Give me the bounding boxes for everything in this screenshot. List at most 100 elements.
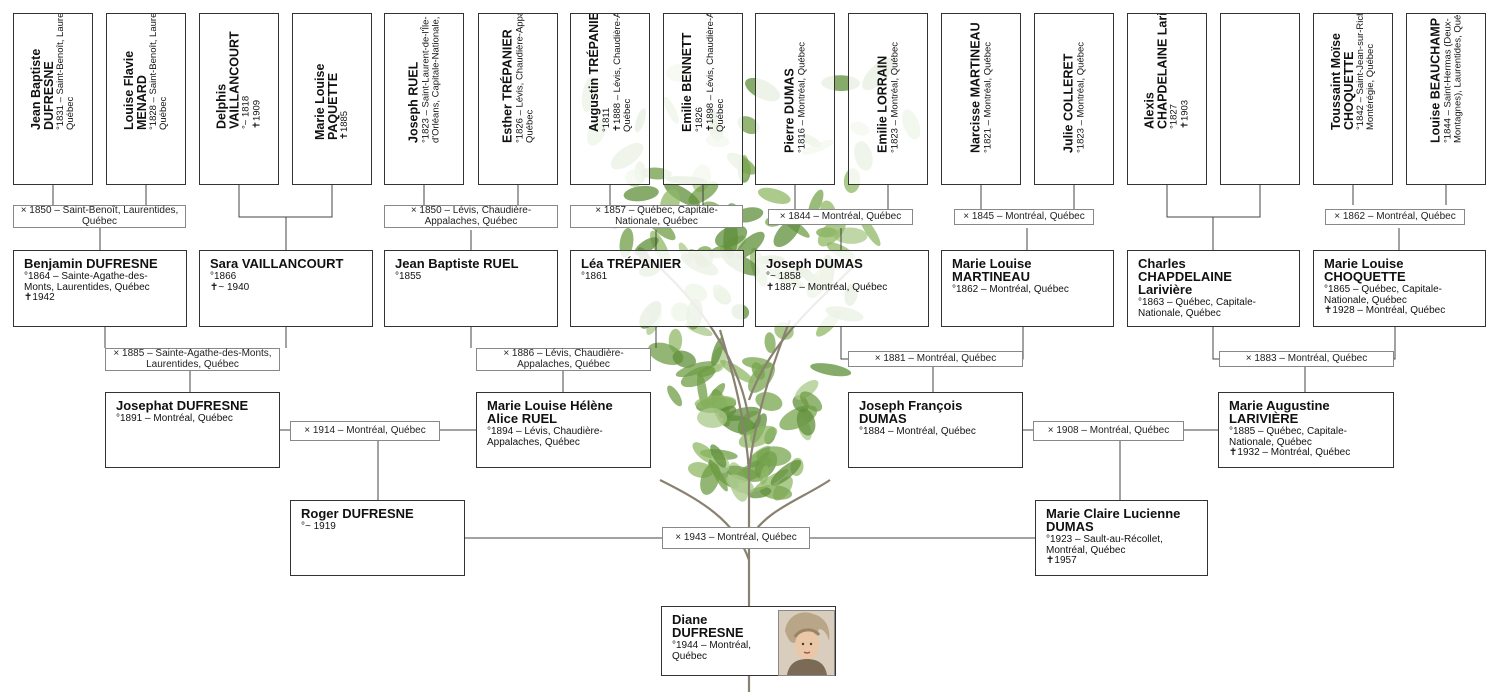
person-card-roger-dufresne[interactable]: Roger DUFRESNE °~ 1919 [290, 500, 465, 576]
oak-leaf [700, 462, 721, 495]
person-birth: °1831 – Saint-Benoît, Laurentides, Québe… [55, 13, 76, 130]
person-given-name: Emilie [875, 115, 890, 153]
oak-leaf [726, 474, 755, 494]
person-birth: °1821 – Montréal, Québec [981, 41, 993, 153]
marriage-label: × 1862 – Montréal, Québec [1325, 209, 1465, 225]
person-surname: RUEL [521, 411, 558, 426]
oak-leaf [770, 459, 802, 486]
person-birth: °~ 1858 [766, 271, 801, 282]
person-surname: DUFRESNE [176, 398, 249, 413]
person-death: ✝1898 – Lévis, Chaudière-Appalaches, Qué… [704, 13, 726, 132]
person-surname: LARIVIÈRE [1229, 411, 1299, 426]
person-surname: MENARD [134, 75, 149, 130]
person-birth: °1823 – Montréal, Québec [1074, 41, 1086, 153]
person-card-augustin-trepanier[interactable]: Augustin TRÉPANIER °1811 ✝1888 – Lévis, … [570, 13, 650, 185]
person-surname: PAQUETTE [325, 72, 340, 140]
person-card-lea-trepanier[interactable]: Léa TRÉPANIER °1861 [570, 250, 744, 327]
oak-leaf [723, 219, 738, 259]
person-given-name: Joseph François [859, 398, 963, 413]
person-given-name: Alexis [1142, 92, 1157, 129]
oak-leaf [720, 359, 754, 384]
person-card-emilie-bennett[interactable]: Emilie BENNETT °1826 ✝1898 – Lévis, Chau… [663, 13, 743, 185]
person-birth: °1855 [395, 271, 422, 282]
oak-leaf [799, 391, 823, 412]
person-surname: VAILLANCOURT [241, 256, 344, 271]
person-birth: °1826 – Lévis, Chaudière-Appalaches, Qué… [513, 13, 535, 143]
person-birth: °1827 [1168, 104, 1180, 129]
person-given-name: Joseph [766, 256, 812, 271]
person-surname: DUMAS [1046, 519, 1094, 534]
person-birth: °1828 – Saint-Benoît, Laurentides, Québe… [148, 13, 169, 130]
marriage-label: × 1850 – Lévis, Chaudière-Appalaches, Qu… [384, 205, 558, 228]
person-given-name: Sara [210, 256, 239, 271]
person-card-josephat-dufresne[interactable]: Josephat DUFRESNE °1891 – Montréal, Québ… [105, 392, 280, 468]
person-card-pierre-dumas[interactable]: Pierre DUMAS °1816 – Montréal, Québec [755, 13, 835, 185]
person-card-benjamin-dufresne[interactable]: Benjamin DUFRESNE °1864 – Sainte-Agathe-… [13, 250, 187, 327]
person-card-joseph-ruel[interactable]: Joseph RUEL °1823 – Saint-Laurent-de-l'Î… [384, 13, 464, 185]
marriage-label: × 1881 – Montréal, Québec [848, 351, 1023, 367]
person-surname: DUMAS [815, 256, 863, 271]
person-surname: VAILLANCOURT [227, 31, 241, 129]
person-card-marie-louise-helene-alice-ruel[interactable]: Marie Louise Hélène Alice RUEL °1894 – L… [476, 392, 651, 468]
person-death: ✝1885 [339, 110, 350, 140]
person-birth: °1844 – Saint-Hermas (Deux-Montagnes), L… [1441, 13, 1463, 143]
marriage-label: × 1845 – Montréal, Québec [954, 209, 1094, 225]
person-card-unknown[interactable] [1220, 13, 1300, 185]
person-surname: DUFRESNE [342, 506, 414, 521]
oak-leaf [757, 187, 791, 205]
person-surname: CHAPDELAINE Larivière [1138, 269, 1232, 297]
person-death: ✝1888 – Lévis, Chaudière-Appalaches, Qué… [611, 13, 633, 132]
person-surname: CHOQUETTE [1324, 269, 1406, 284]
person-given-name: Louise Flavie [122, 50, 136, 130]
person-given-name: Jean Baptiste [395, 256, 480, 271]
person-surname: TRÉPANIER [586, 13, 601, 74]
person-card-julie-colleret[interactable]: Julie COLLERET °1823 – Montréal, Québec [1034, 13, 1114, 185]
person-card-joseph-dumas[interactable]: Joseph DUMAS °~ 1858 ✝1887 – Montréal, Q… [755, 250, 929, 327]
person-birth: °1891 – Montréal, Québec [116, 413, 233, 424]
person-death: ✝1942 [24, 292, 55, 303]
person-given-name: Diane [672, 612, 708, 627]
person-death: ✝~ 1940 [210, 281, 250, 293]
person-surname: RUEL [406, 61, 421, 96]
person-given-name: Toussaint Moïse [1329, 32, 1343, 130]
person-birth: °1823 – Saint-Laurent-de-l'Île-d'Orléans… [419, 13, 441, 143]
person-given-name: Roger [301, 506, 339, 521]
person-surname: BEAUCHAMP [1428, 17, 1443, 99]
person-card-jean-baptiste-ruel[interactable]: Jean Baptiste RUEL °1855 [384, 250, 558, 327]
person-surname: TRÉPANIER [500, 28, 515, 101]
person-given-name: Narcisse [968, 100, 983, 153]
person-surname: DUFRESNE [86, 256, 158, 271]
person-given-name: Jean Baptiste [29, 48, 43, 130]
person-card-sara-vaillancourt[interactable]: Sara VAILLANCOURT °1866 ✝~ 1940 [199, 250, 373, 327]
oak-leaf [725, 465, 763, 482]
oak-leaf [680, 365, 716, 388]
person-surname: LORRAIN [875, 55, 890, 113]
person-given-name: Louise [1428, 102, 1443, 143]
person-card-esther-trepanier[interactable]: Esther TRÉPANIER °1826 – Lévis, Chaudièr… [478, 13, 558, 185]
person-birth: °1863 – Québec, Capitale-Nationale, Québ… [1138, 297, 1256, 319]
person-birth: °1894 – Lévis, Chaudière-Appalaches, Qué… [487, 426, 603, 448]
marriage-label: × 1857 – Québec, Capitale-Nationale, Qué… [570, 205, 743, 228]
person-card-emilie-lorrain[interactable]: Emilie LORRAIN °1823 – Montréal, Québec [848, 13, 928, 185]
person-surname: BENNETT [679, 32, 694, 92]
oak-leaf [796, 408, 816, 436]
person-card-louise-beauchamp[interactable]: Louise BEAUCHAMP °1844 – Saint-Hermas (D… [1406, 13, 1486, 185]
oak-leaf [697, 408, 728, 428]
oak-leaf [760, 465, 769, 485]
person-surname: MARTINEAU [952, 269, 1030, 284]
person-given-name: Marie Louise Hélène Alice [487, 398, 613, 426]
person-card-narcisse-martineau[interactable]: Narcisse MARTINEAU °1821 – Montréal, Qué… [941, 13, 1021, 185]
person-surname: DUMAS [859, 411, 907, 426]
